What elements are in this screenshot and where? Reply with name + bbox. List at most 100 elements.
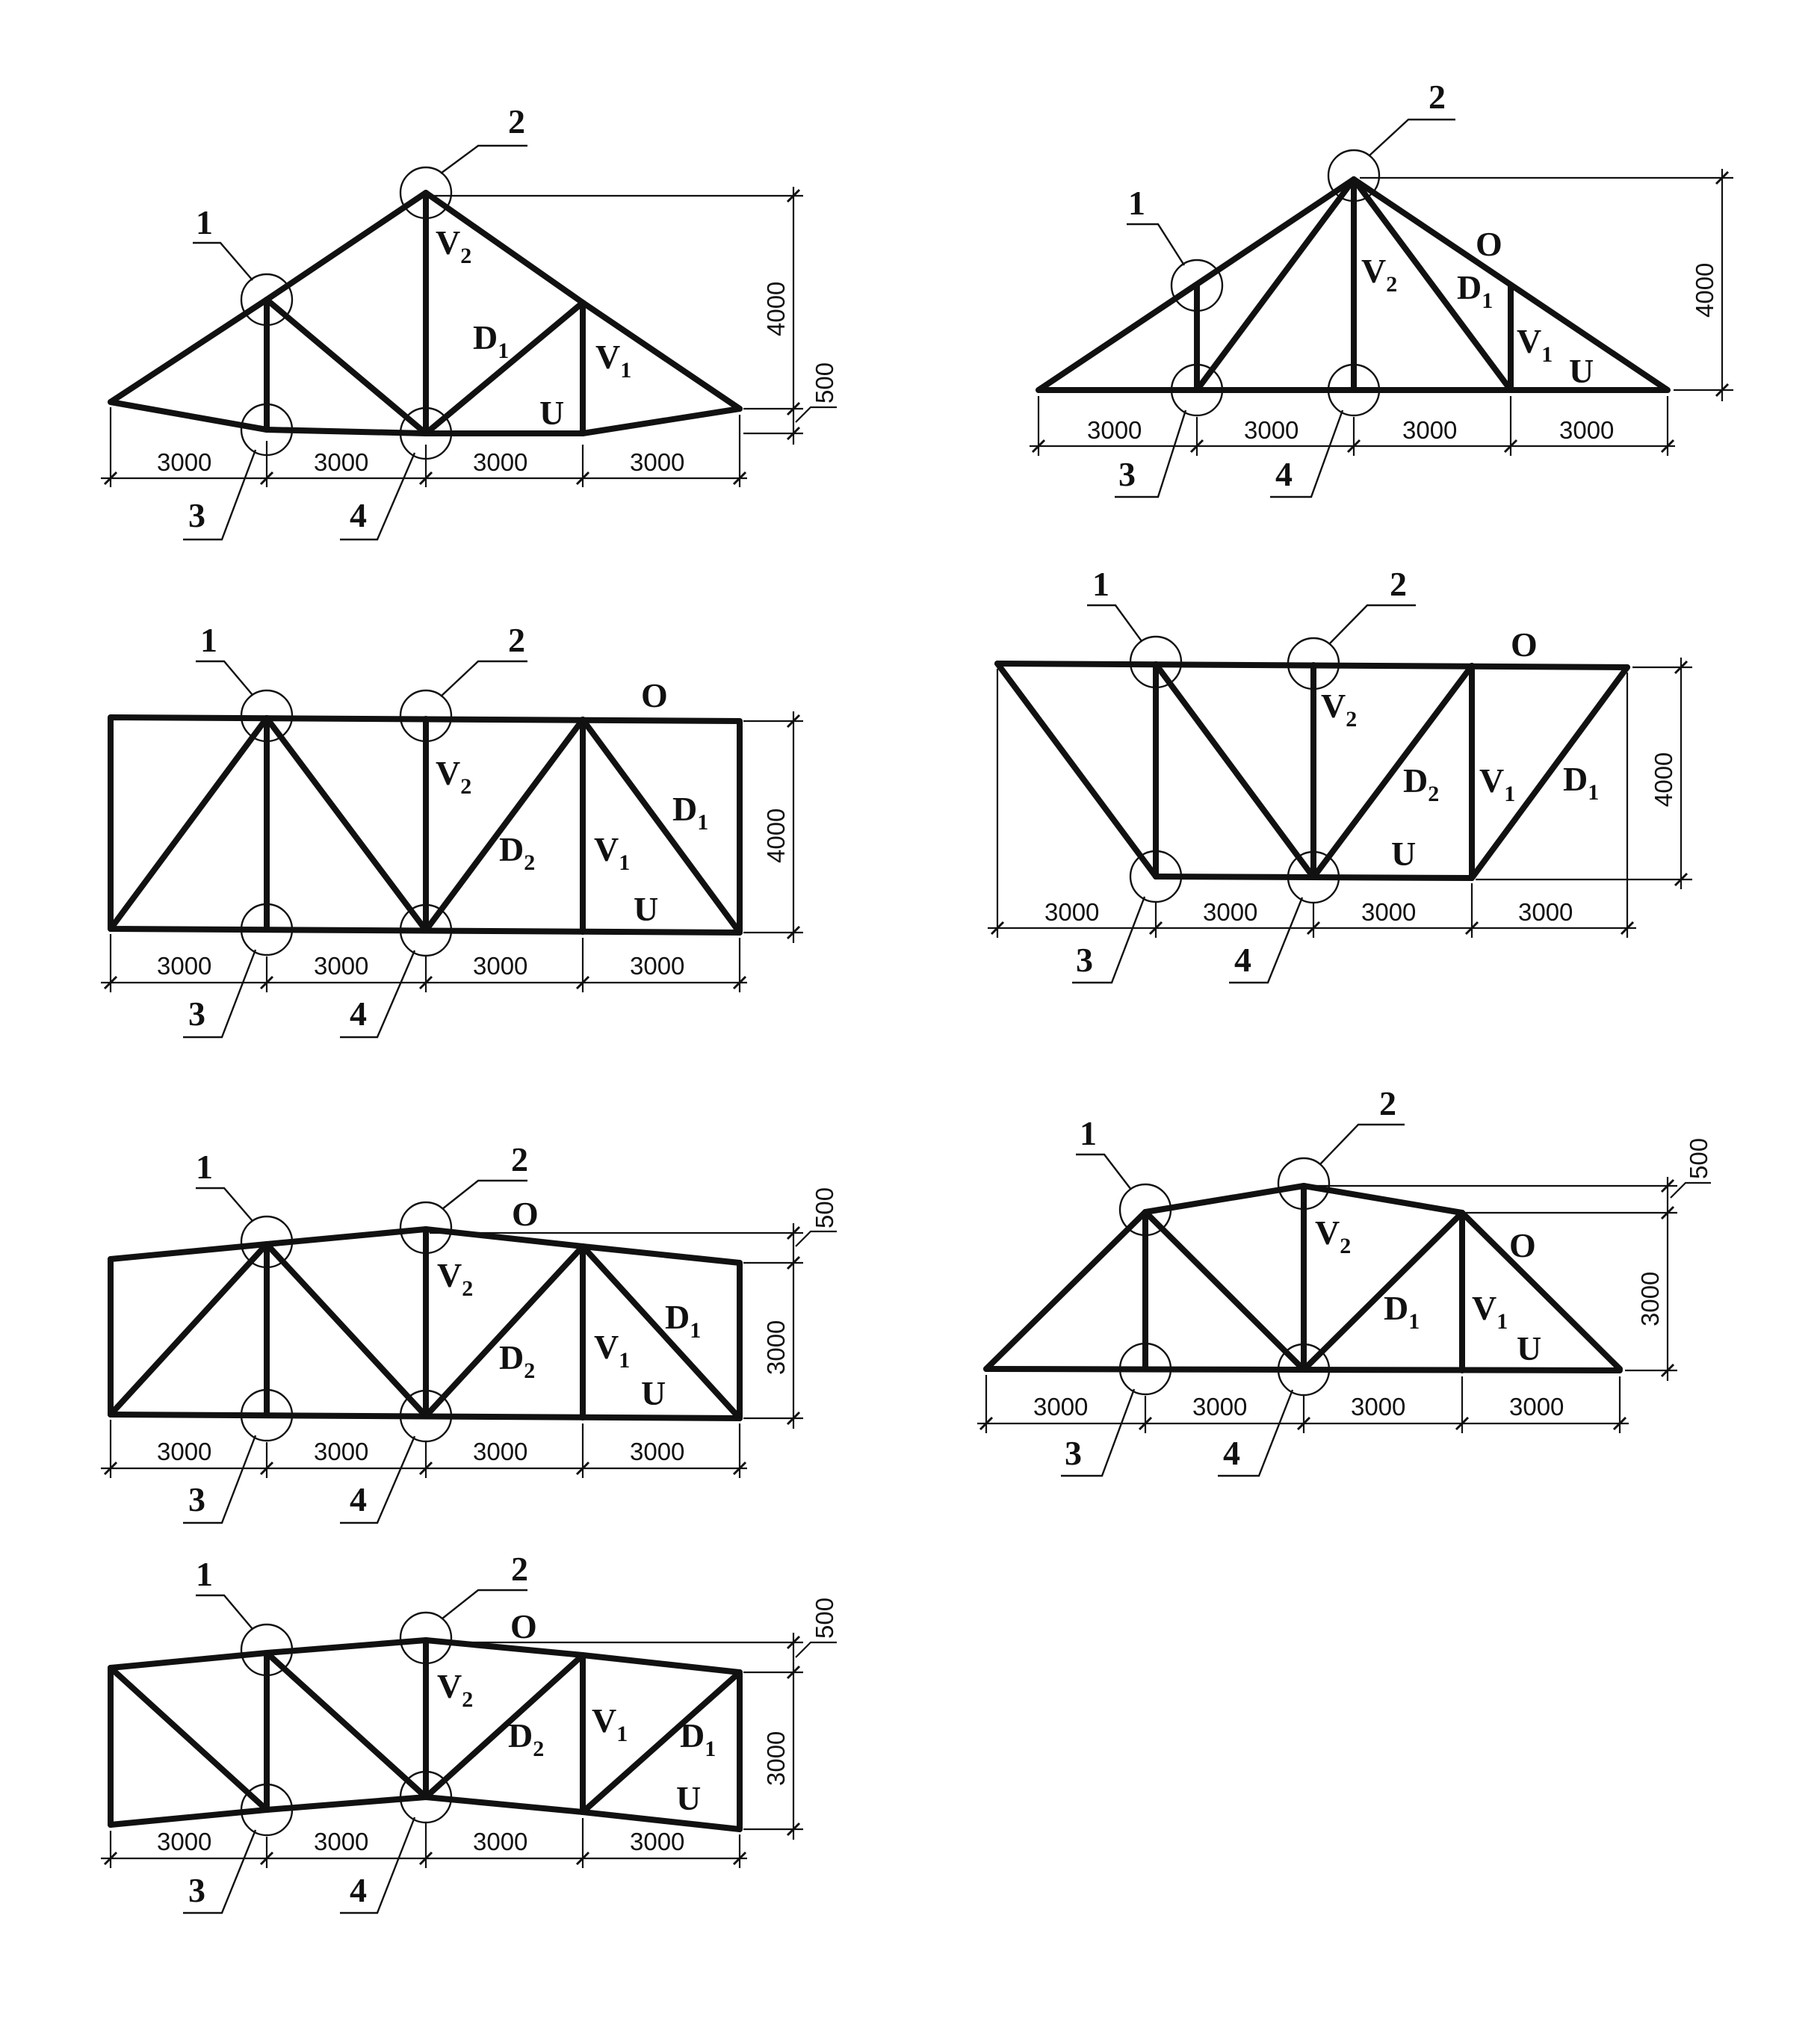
truss-7-node-4-circle: [399, 1770, 453, 1824]
truss-1-leader-1: [193, 241, 253, 281]
truss-3-leader-2: [440, 660, 527, 697]
truss-2-member-labels: O V2 D1 V1 U: [1361, 225, 1594, 390]
truss-5-dim-bay-4: 3000: [630, 1438, 684, 1465]
truss-2: 1 2 3 4 O V2 D1 V1 U 3000 3000 3000: [1030, 78, 1733, 498]
truss-7-label-d2: D2: [508, 1716, 544, 1761]
truss-4-label-u: U: [1391, 835, 1416, 873]
truss-1-leader-3: [183, 449, 257, 541]
truss-6-dim-height: 3000: [1636, 1272, 1664, 1326]
truss-3-label-d1: D1: [672, 790, 708, 835]
truss-3-leader-4: [340, 950, 416, 1039]
truss-6-diagonal-a: [1142, 1209, 1307, 1373]
truss-7-diagonal-a: [108, 1665, 270, 1813]
truss-7-label-d1: D1: [680, 1716, 716, 1761]
truss-6-label-o: O: [1509, 1226, 1536, 1264]
truss-5-diagonal-a: [108, 1241, 270, 1418]
truss-1-label-d1: D1: [473, 318, 509, 363]
truss-5-node-label-4: 4: [350, 1480, 367, 1518]
truss-5-diagonal-b: [264, 1241, 429, 1419]
truss-3-dim-height: 4000: [762, 809, 790, 863]
truss-6-label-v1: V1: [1472, 1289, 1508, 1334]
truss-5-label-d1: D1: [665, 1298, 701, 1343]
truss-7-dim-bay-3: 3000: [473, 1828, 527, 1855]
truss-3-node-label-4: 4: [350, 995, 367, 1033]
truss-3-node-label-1: 1: [200, 621, 217, 659]
truss-1-leader-2: [440, 144, 527, 174]
truss-5-node-label-2: 2: [511, 1140, 528, 1178]
truss-2-node-label-1: 1: [1128, 184, 1145, 222]
truss-2-diagonal-d1: [1351, 176, 1514, 393]
truss-3-node-label-2: 2: [508, 621, 525, 659]
truss-2-dim-bay-2: 3000: [1244, 416, 1299, 444]
truss-1-node-label-4: 4: [350, 496, 367, 534]
truss-2-dim-bay-3: 3000: [1402, 416, 1457, 444]
truss-7-dim-height: 3000: [762, 1731, 790, 1786]
truss-1-diagonal-1: [264, 297, 429, 436]
truss-4-label-o: O: [1511, 625, 1538, 664]
truss-4-dim-bay-3: 3000: [1361, 898, 1416, 926]
truss-7-dim-bay-2: 3000: [314, 1828, 368, 1855]
truss-5-leader-2: [442, 1179, 527, 1210]
truss-6-leader-3: [1061, 1388, 1136, 1477]
truss-4-node-label-4: 4: [1234, 941, 1251, 979]
truss-6-leader-2: [1319, 1123, 1405, 1165]
truss-5-node-3-circle: [240, 1388, 294, 1442]
truss-7-diagonal-b: [264, 1650, 429, 1800]
truss-2-label-v1: V1: [1517, 322, 1553, 367]
truss-4: 1 2 3 4 O V2 D2 V1 D1 U 3000 3000: [988, 565, 1692, 984]
truss-4-dim-bay-1: 3000: [1044, 898, 1099, 926]
truss-7-node-label-2: 2: [511, 1550, 528, 1588]
truss-1-dim-bay-4: 3000: [630, 448, 684, 476]
truss-7-node-label-3: 3: [188, 1871, 205, 1909]
truss-1-member-labels: V2 D1 V1 U: [436, 223, 631, 432]
truss-7-node-label-1: 1: [196, 1555, 213, 1593]
truss-1-label-u: U: [539, 394, 564, 432]
truss-2-node-2-circle: [1327, 149, 1381, 203]
truss-2-label-u: U: [1569, 352, 1594, 390]
truss-3-node-4-circle: [399, 903, 453, 957]
truss-3-diagonal-d2: [423, 717, 586, 933]
truss-7-diagonal-d2: [423, 1652, 586, 1800]
truss-7-label-u: U: [676, 1779, 701, 1817]
truss-5-dimensions: 3000 3000 3000 3000 3000 500: [101, 1187, 838, 1478]
truss-3-node-label-3: 3: [188, 995, 205, 1033]
truss-4-node-1-circle: [1129, 635, 1183, 689]
truss-7-node-label-4: 4: [350, 1871, 367, 1909]
truss-3-diagonal-b: [264, 715, 429, 933]
truss-3-dim-bay-2: 3000: [314, 952, 368, 980]
truss-2-dim-bay-1: 3000: [1087, 416, 1142, 444]
truss-5-dim-bay-1: 3000: [157, 1438, 211, 1465]
truss-1-node-1-circle: [240, 273, 294, 327]
truss-5-label-u: U: [641, 1374, 666, 1412]
truss-7-dim-bay-1: 3000: [157, 1828, 211, 1855]
truss-2-node-label-2: 2: [1429, 78, 1446, 116]
truss-1-label-v2: V2: [436, 223, 471, 268]
truss-3-leader-1: [196, 660, 253, 696]
truss-5-node-1-circle: [240, 1215, 294, 1269]
truss-1-leaders: [183, 144, 527, 541]
truss-3-members: [108, 714, 743, 936]
truss-4-dimensions: 3000 3000 3000 3000 4000: [988, 658, 1692, 938]
truss-7: 1 2 3 4 O V2 D2 V1 D1 U 3000 3000: [101, 1550, 838, 1914]
truss-2-leader-4: [1270, 409, 1344, 498]
truss-5-node-labels: 1 2 3 4: [188, 1140, 528, 1518]
truss-1-node-label-2: 2: [508, 102, 525, 140]
truss-5-dim-bay-2: 3000: [314, 1438, 368, 1465]
truss-3-node-3-circle: [240, 903, 294, 956]
truss-3-member-labels: O V2 D2 V1 D1 U: [436, 676, 708, 928]
truss-6-node-labels: 1 2 3 4: [1065, 1084, 1396, 1472]
truss-7-node-circles: [240, 1611, 453, 1837]
truss-3-label-o: O: [641, 676, 668, 714]
truss-2-diagonal-1: [1194, 176, 1357, 393]
truss-5-label-v1: V1: [594, 1328, 630, 1373]
truss-3-leaders: [183, 660, 527, 1039]
truss-6-label-d1: D1: [1384, 1289, 1420, 1334]
truss-5-dim-height: 3000: [762, 1320, 790, 1375]
truss-5-node-circles: [240, 1201, 453, 1443]
truss-6-dim-bay-4: 3000: [1509, 1393, 1564, 1420]
truss-6-node-label-1: 1: [1080, 1114, 1097, 1152]
truss-5-diagonal-d1: [580, 1243, 743, 1421]
truss-7-members: [108, 1637, 743, 1832]
truss-3-node-circles: [240, 689, 453, 957]
